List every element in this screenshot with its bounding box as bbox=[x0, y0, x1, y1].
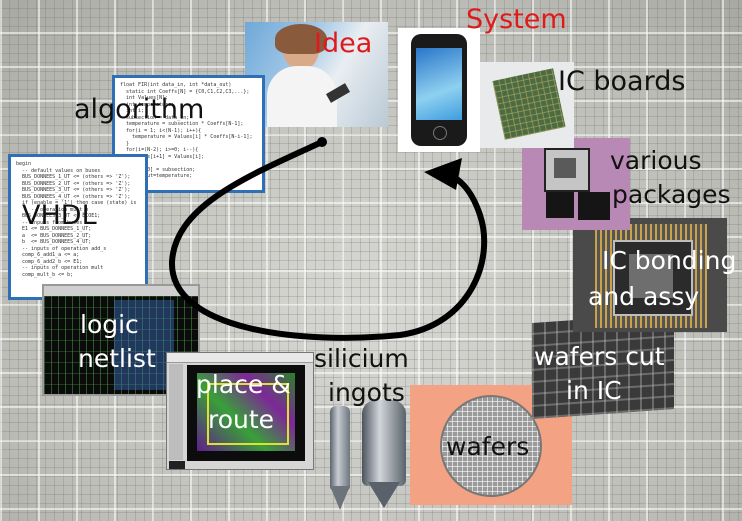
vhdl-code-panel: begin -- default values on buses BUS_DON… bbox=[8, 154, 148, 300]
wafer-image bbox=[410, 385, 572, 505]
label-wafers-cut: wafers cut bbox=[534, 342, 665, 371]
chip-package-image bbox=[522, 138, 630, 230]
label-wafers: wafers bbox=[446, 432, 530, 461]
bonded-die-image bbox=[573, 218, 727, 332]
phone-icon bbox=[398, 28, 480, 152]
person-image bbox=[245, 22, 388, 127]
label-algorithm: algorithm bbox=[74, 94, 205, 125]
label-various: various bbox=[610, 146, 702, 175]
label-vhdl: VHDL bbox=[22, 200, 97, 231]
label-ic-boards: IC boards bbox=[558, 66, 686, 97]
label-place: place & bbox=[196, 370, 291, 399]
layout-image bbox=[166, 352, 314, 470]
arrow-head bbox=[424, 158, 462, 190]
label-silicium: silicium bbox=[314, 344, 409, 373]
label-and-assy: and assy bbox=[588, 282, 700, 311]
label-in-ic: in IC bbox=[566, 376, 622, 405]
label-ic-bonding: IC bonding bbox=[602, 246, 737, 275]
label-route: route bbox=[208, 405, 275, 434]
label-ingots: ingots bbox=[328, 378, 405, 407]
label-system: System bbox=[466, 4, 567, 35]
label-idea: Idea bbox=[314, 28, 373, 59]
label-netlist: netlist bbox=[78, 344, 156, 373]
label-logic: logic bbox=[80, 310, 139, 339]
cycle-arrow-path bbox=[168, 139, 488, 341]
circuit-board-image bbox=[478, 62, 574, 148]
arrow-start-dot bbox=[317, 137, 327, 147]
ingot-image bbox=[322, 400, 412, 516]
label-packages: packages bbox=[612, 180, 731, 209]
